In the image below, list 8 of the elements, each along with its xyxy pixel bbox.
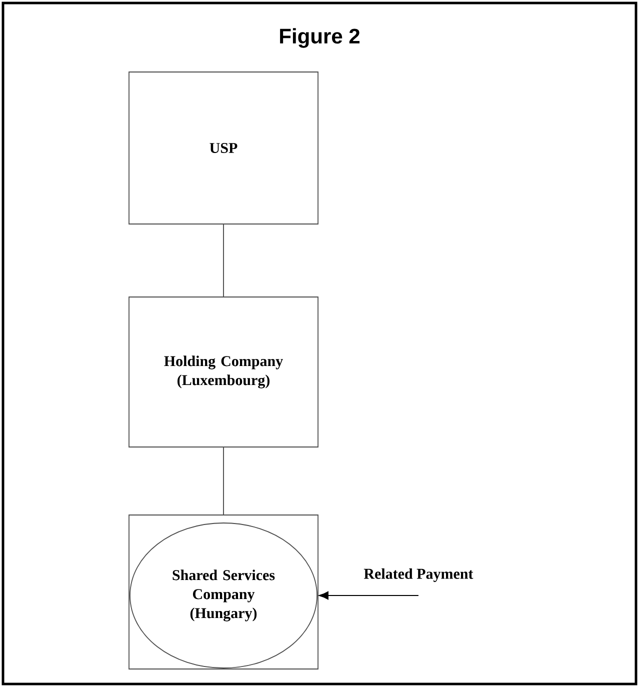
edge-label: Related Payment (364, 568, 474, 582)
title: Figure 2 (280, 28, 360, 48)
entity-box: USP (128, 72, 318, 224)
connector-line (223, 447, 224, 515)
ellipse-node: Shared Services Company (Hungary) (130, 522, 318, 668)
arrow (318, 591, 419, 600)
entity-box: Holding Company (Luxembourg) (128, 296, 318, 448)
connector-line (223, 224, 224, 297)
